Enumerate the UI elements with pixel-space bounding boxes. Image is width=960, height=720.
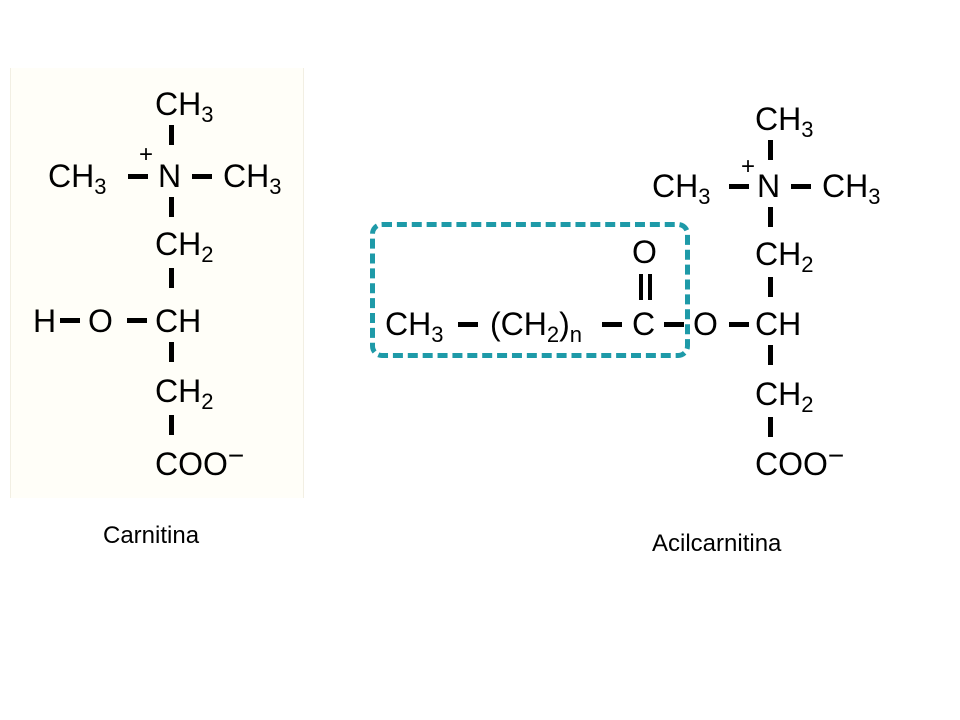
carnitina-bond-n-right [192, 174, 212, 179]
carnitina-label: Carnitina [103, 522, 200, 549]
acilcarnitina-right-methyl: CH3 [822, 168, 881, 209]
carnitina-ch2-lower: CH2 [155, 373, 214, 414]
carnitina-nitrogen: N [158, 158, 182, 194]
carnitina-positive-charge: + [139, 141, 154, 168]
acilcarnitina-bond-ch-ch2 [768, 345, 773, 365]
acilcarnitina-carbonyl-carbon: C [632, 306, 656, 342]
carnitina-bond-n-ch2 [169, 197, 174, 217]
acilcarnitina-ch2-upper: CH2 [755, 236, 814, 277]
acilcarnitina-ester-oxygen: O [693, 306, 718, 342]
carnitina-hydrogen: H [33, 303, 57, 339]
carnitina-carboxylate: COO− [155, 440, 245, 482]
acilcarnitina-ch: CH [755, 306, 802, 342]
carnitina-bond-h-o [60, 318, 80, 323]
carnitina-oxygen: O [88, 303, 113, 339]
carnitina-bond-ch2-ch [169, 268, 174, 288]
acilcarnitina-carbonyl-oxygen: O [632, 234, 657, 270]
acilcarnitina-methylene-chain: (CH2)n [490, 306, 583, 347]
acilcarnitina-nitrogen: N [757, 168, 781, 204]
carnitina-ch: CH [155, 303, 202, 339]
carnitina-left-methyl: CH3 [48, 158, 107, 199]
carnitina-bond-methyl-n [169, 125, 174, 145]
carnitina-bond-left-n [128, 174, 148, 179]
acilcarnitina-bond-ch2-ch [768, 277, 773, 297]
acilcarnitina-bond-methyl-chain [458, 322, 478, 327]
carnitina-bond-o-ch [127, 318, 147, 323]
carnitina-ch2-upper: CH2 [155, 226, 214, 267]
acilcarnitina-top-methyl: CH3 [755, 101, 814, 142]
carnitina-bond-ch-ch2 [169, 342, 174, 362]
acilcarnitina-bond-c-o [664, 322, 684, 327]
acilcarnitina-bond-ch2-coo [768, 417, 773, 437]
acilcarnitina-double-bond-right [648, 274, 652, 300]
acilcarnitina-bond-left-n [729, 184, 749, 189]
acilcarnitina-double-bond-left [639, 274, 643, 300]
acilcarnitina-acyl-methyl: CH3 [385, 306, 444, 347]
acilcarnitina-left-methyl: CH3 [652, 168, 711, 209]
acilcarnitina-bond-n-right [791, 184, 811, 189]
carnitina-right-methyl: CH3 [223, 158, 282, 199]
acilcarnitina-bond-n-ch2 [768, 207, 773, 227]
acilcarnitina-carboxylate: COO− [755, 440, 845, 482]
acilcarnitina-label: Acilcarnitina [652, 530, 782, 557]
acilcarnitina-positive-charge: + [741, 153, 756, 180]
acilcarnitina-ch2-lower: CH2 [755, 376, 814, 417]
acilcarnitina-bond-chain-c [602, 322, 622, 327]
carnitina-top-methyl: CH3 [155, 86, 214, 127]
acilcarnitina-bond-methyl-n [768, 140, 773, 160]
carnitina-panel [10, 68, 304, 498]
carnitina-bond-ch2-coo [169, 415, 174, 435]
acyl-group-highlight-box [370, 222, 690, 358]
acilcarnitina-bond-o-ch [729, 322, 749, 327]
